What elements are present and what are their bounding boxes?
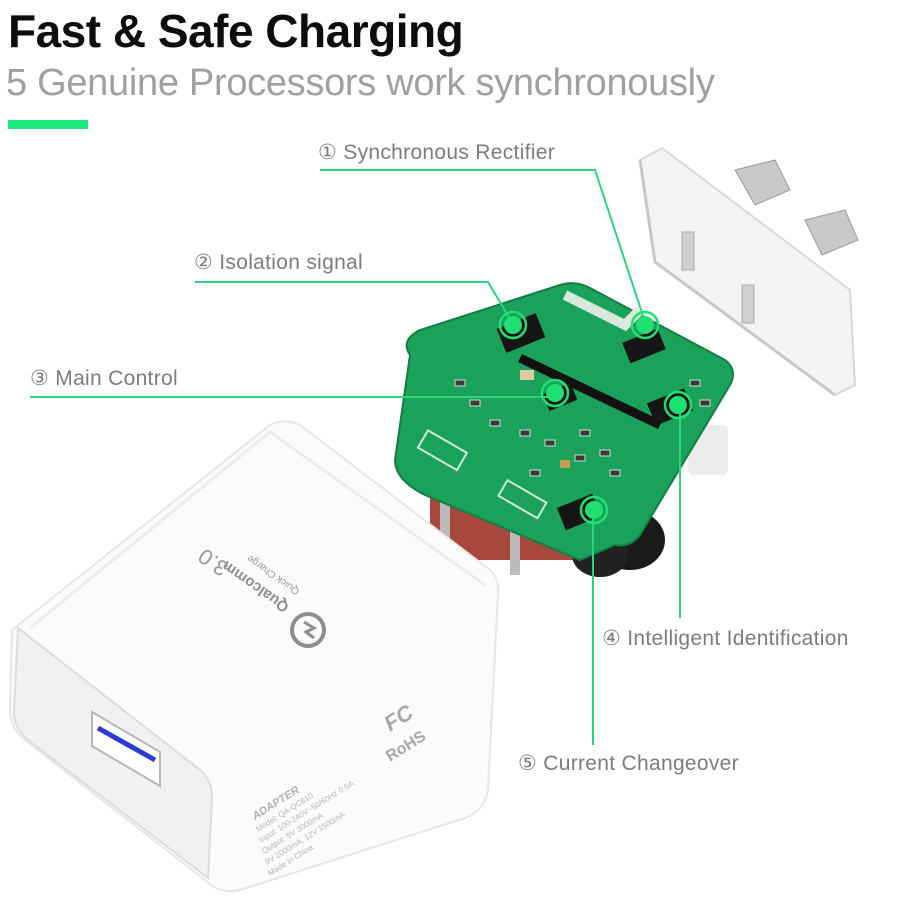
marker-2-icon <box>498 310 528 340</box>
callout-number-3: ③ <box>30 367 50 390</box>
marker-4-icon <box>663 390 693 420</box>
plug-prong-icon <box>681 159 859 324</box>
callout-line-1 <box>320 169 646 323</box>
callout-label-2: ② Isolation signal <box>194 250 363 275</box>
marker-5-icon <box>579 495 609 525</box>
callout-lines <box>30 169 681 745</box>
marker-dots <box>498 310 693 525</box>
marker-3-icon <box>540 378 570 408</box>
page-subtitle: 5 Genuine Processors work synchronously <box>6 62 715 104</box>
callout-line-2 <box>195 281 513 323</box>
callout-number-1: ① <box>318 141 338 164</box>
callout-text-4: Intelligent Identification <box>627 627 849 650</box>
callout-label-1: ① Synchronous Rectifier <box>318 140 555 165</box>
charger-body: Qualcomm Quick Charge 3.0 FC RoHS ADAPTE… <box>8 420 500 893</box>
callout-number-4: ④ <box>602 627 622 650</box>
callout-text-3: Main Control <box>55 367 178 390</box>
page-title: Fast & Safe Charging <box>8 5 464 57</box>
plug-cover <box>638 146 859 397</box>
callout-number-5: ⑤ <box>518 752 538 775</box>
marker-1-icon <box>630 310 660 340</box>
usb-port-icon <box>91 710 161 788</box>
callout-text-2: Isolation signal <box>219 251 364 274</box>
pcb-board <box>393 282 735 562</box>
accent-bar <box>8 120 88 129</box>
qualcomm-logo-icon <box>290 612 326 648</box>
callout-text-1: Synchronous Rectifier <box>343 141 556 164</box>
callout-label-4: ④ Intelligent Identification <box>602 626 849 651</box>
callout-number-2: ② <box>194 251 214 274</box>
callout-label-3: ③ Main Control <box>30 366 178 391</box>
callout-label-5: ⑤ Current Changeover <box>518 751 739 776</box>
callout-text-5: Current Changeover <box>543 752 739 775</box>
